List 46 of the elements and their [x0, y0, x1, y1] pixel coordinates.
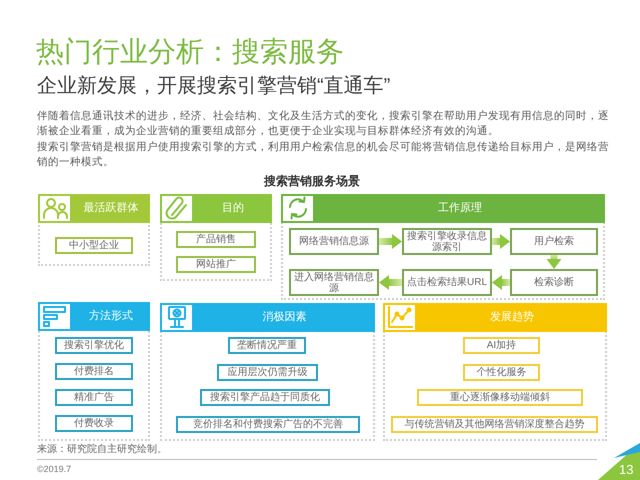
dotted-panel: [160, 303, 375, 441]
diagram-heading: 搜索营销服务场景: [264, 174, 360, 188]
item-box: 网站推广: [176, 256, 256, 273]
page-title: 热门行业分析：搜索服务: [36, 37, 344, 67]
item-box: AI加持: [463, 337, 540, 354]
flow-arrow: [492, 234, 510, 249]
source-note: 来源：研究院自主研究绘制。: [37, 444, 167, 456]
panel-title: 消极因素: [262, 311, 306, 324]
item-box: 精准广告: [55, 389, 133, 406]
dotted-panel: [38, 302, 150, 441]
copyright-text: ©2019.7: [37, 464, 72, 475]
item-box: 搜索引擎优化: [55, 337, 133, 354]
item-box: 重心逐渐像移动端倾斜: [417, 389, 583, 406]
process-box: 搜索引擎收录信息源索引: [402, 228, 492, 255]
item-box: 竞价排名和付费搜索广告的不完善: [176, 416, 360, 433]
process-box: 点击检索结果URL: [402, 269, 492, 296]
process-box: 检索诊断: [510, 269, 598, 296]
dotted-panel: [160, 194, 272, 281]
panel-title: 目的: [222, 202, 244, 215]
flow-arrow: [492, 275, 510, 290]
panel-title: 方法形式: [89, 310, 133, 323]
body-paragraph: 伴随着信息通讯技术的进步，经济、社会结构、文化及生活方式的变化，搜索引擎在帮助用户发现有用信息的同时，逐渐被企业看重，成为企业营销的重要组成部分，也更便于企业实现与目标群体经济有效的沟通。: [37, 109, 610, 139]
process-box: 进入网络营销信息源: [289, 269, 379, 296]
subtitle: 企业新发展，开展搜索引擎营销“直通车”: [37, 74, 390, 98]
panel-title: 工作原理: [438, 202, 482, 215]
item-box: 个性化服务: [463, 364, 540, 381]
item-box: 中小型企业: [55, 237, 133, 254]
body-paragraph: 搜索引擎营销是根据用户使用搜索引擎的方式，利用用户检索信息的机会尽可能将营销信息传递给目标用户，是网络营销的一种模式。: [37, 140, 610, 170]
page-number: 13: [619, 462, 634, 477]
process-box: 用户检索: [510, 228, 598, 255]
panel-title: 发展趋势: [490, 311, 534, 324]
item-box: 产品销售: [176, 231, 256, 248]
flow-arrow: [379, 234, 402, 249]
process-box: 网络营销信息源: [289, 228, 379, 255]
dotted-panel: [281, 194, 605, 300]
dotted-panel: [383, 303, 607, 441]
panel-title: 最活跃群体: [84, 202, 138, 215]
item-box: 付费收录: [55, 415, 133, 432]
dotted-panel: [38, 194, 150, 266]
item-box: 搜索引擎产品趋于同质化: [200, 389, 330, 406]
flow-arrow: [379, 275, 402, 290]
item-box: 应用层次仍需升级: [217, 364, 318, 381]
item-box: 付费排名: [55, 363, 133, 380]
item-box: 与传统营销及其他网络营销深度整合趋势: [391, 416, 598, 433]
flow-arrow: [546, 255, 562, 269]
item-box: 垄断情况严重: [228, 337, 306, 354]
